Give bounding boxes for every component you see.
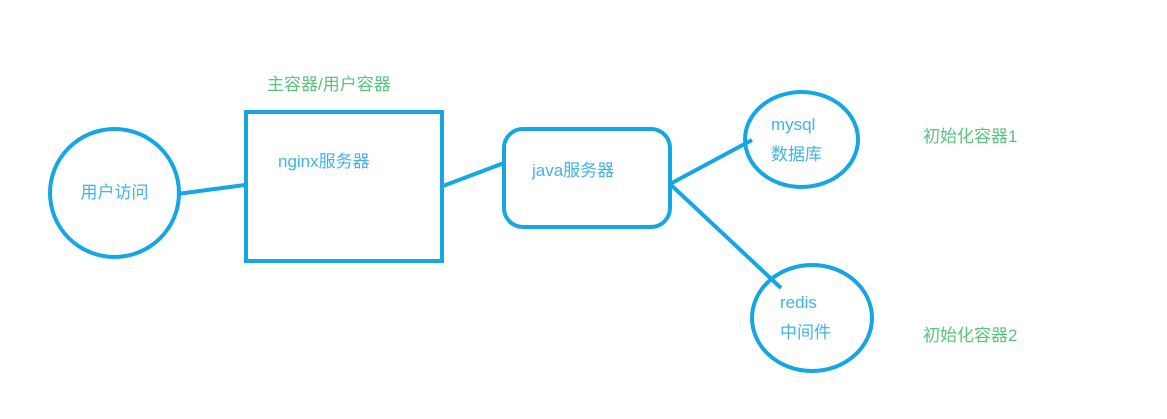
node-redis-middleware[interactable]: redis 中间件 <box>750 263 874 373</box>
node-redis-middleware-subtitle: 中间件 <box>780 323 831 342</box>
connector-java-to-mysql <box>669 138 753 186</box>
node-redis-middleware-name: redis <box>780 293 817 312</box>
node-nginx-server[interactable]: nginx服务器 <box>244 110 444 263</box>
connector-java-to-redis <box>668 182 783 290</box>
node-mysql-database-name: mysql <box>771 114 816 134</box>
annotation-init-container-1: 初始化容器1 <box>923 127 1018 146</box>
node-java-server[interactable]: java服务器 <box>502 127 672 229</box>
node-user-access-label: 用户访问 <box>80 183 149 202</box>
connector-user-to-nginx <box>176 183 246 196</box>
node-java-server-label: java服务器 <box>532 161 615 180</box>
annotation-init-container-2: 初始化容器2 <box>923 326 1018 345</box>
node-mysql-database[interactable]: mysql 数据库 <box>743 90 860 189</box>
node-mysql-database-subtitle: 数据库 <box>771 144 822 164</box>
connector-nginx-to-java <box>442 161 505 188</box>
annotation-main-container: 主容器/用户容器 <box>267 75 391 94</box>
node-nginx-server-label: nginx服务器 <box>278 152 370 171</box>
node-user-access[interactable]: 用户访问 <box>48 127 181 259</box>
